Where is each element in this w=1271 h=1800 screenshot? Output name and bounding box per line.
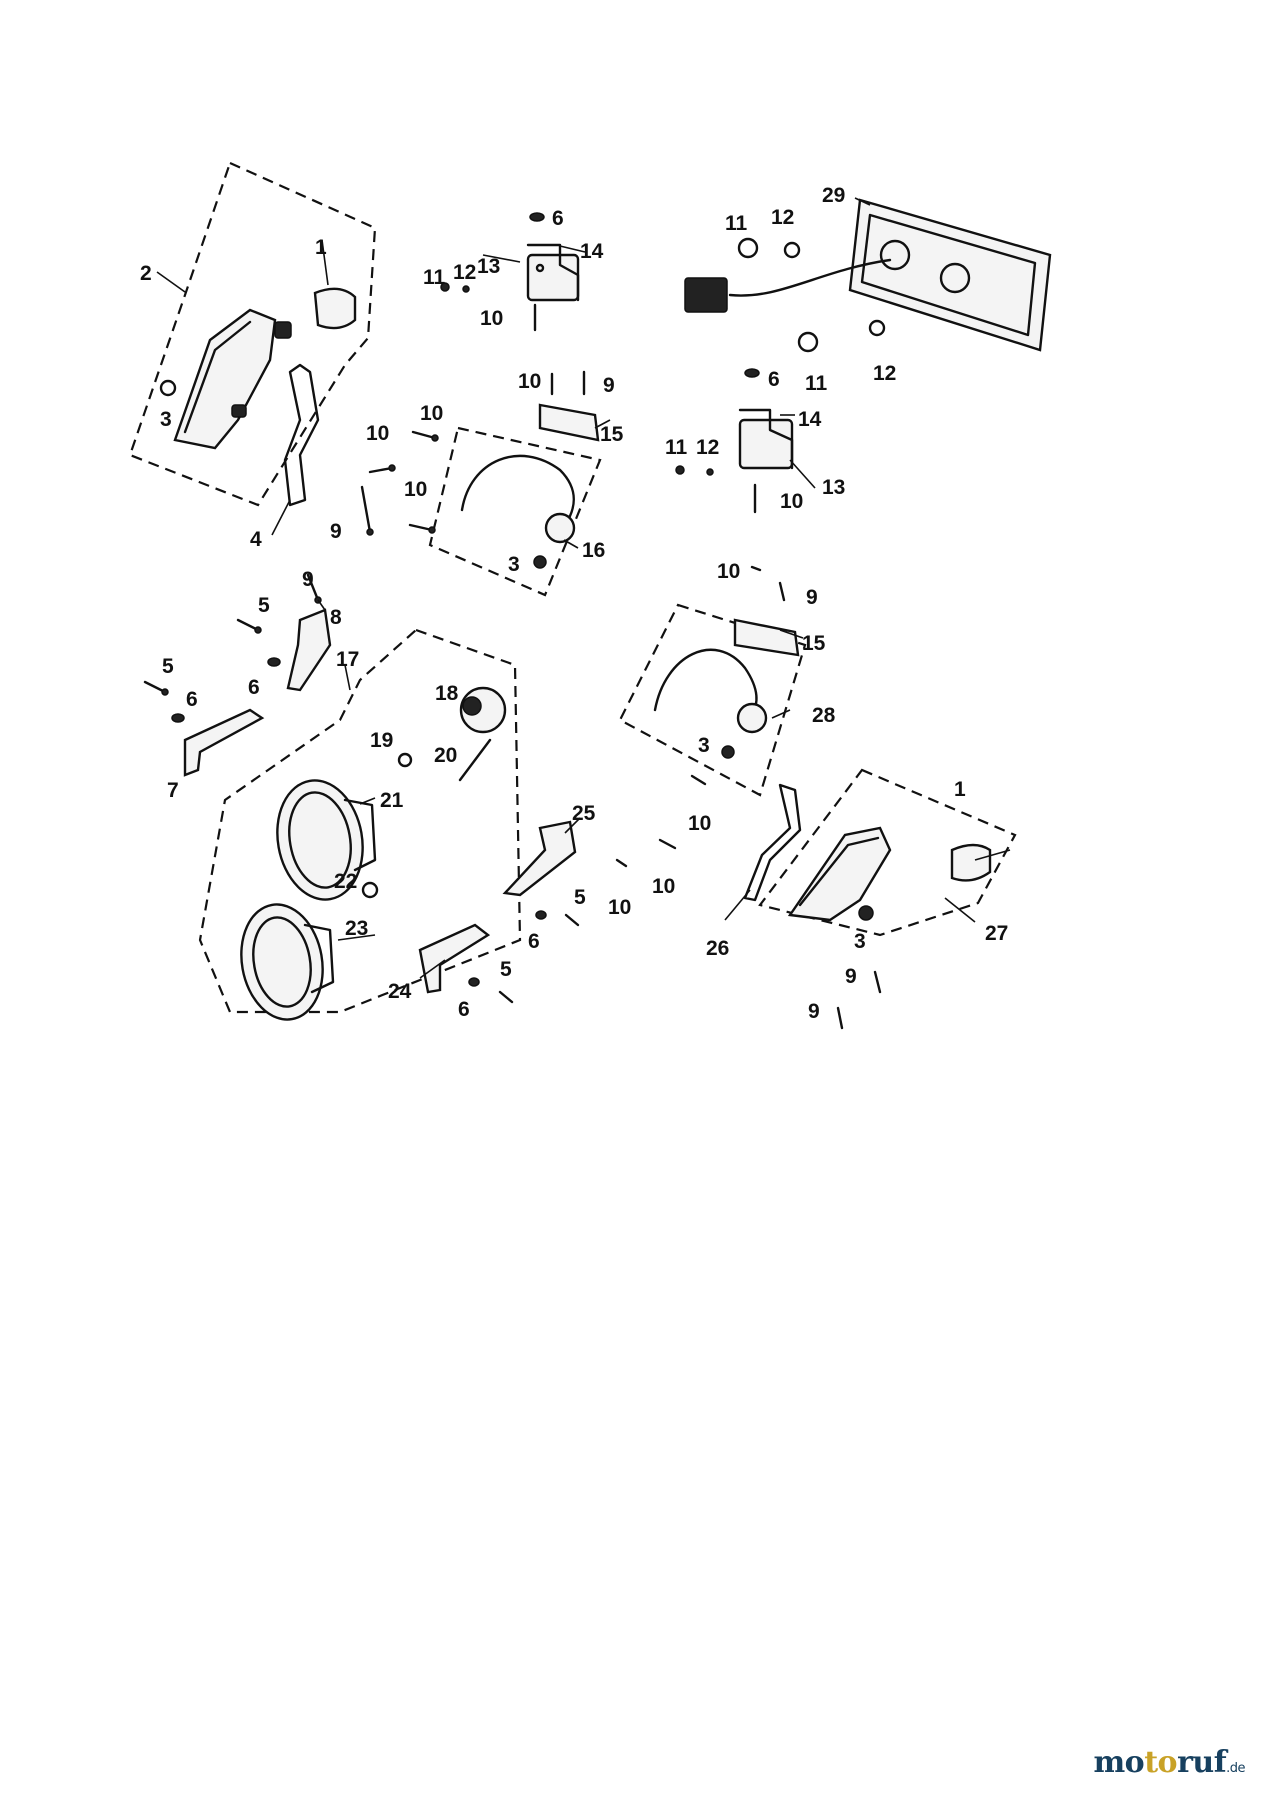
callout-9: 9: [302, 568, 314, 591]
callout-11: 11: [725, 212, 748, 235]
callout-7: 7: [167, 779, 179, 802]
callout-26: 26: [706, 937, 729, 960]
callout-10: 10: [404, 478, 427, 501]
callout-10: 10: [652, 875, 675, 898]
center-lower-brackets: [418, 820, 577, 994]
callout-9: 9: [808, 1000, 820, 1023]
motoruf-watermark: motoruf.de: [1093, 1745, 1245, 1780]
callout-6: 6: [248, 676, 260, 699]
callout-12: 12: [873, 362, 896, 385]
left-signal-lens: [313, 287, 357, 330]
tail-light-housing: [848, 198, 1052, 352]
callout-25: 25: [572, 802, 596, 825]
callout-12: 12: [771, 206, 794, 229]
callout-21: 21: [380, 789, 404, 812]
callout-10: 10: [366, 422, 389, 445]
callout-labels: 1 2 3 4 6 14 13 11 12 10 29 11 12 11 12 …: [140, 184, 1008, 1023]
callout-3: 3: [854, 930, 866, 953]
left-harness-assembly: [428, 403, 602, 597]
callout-10: 10: [480, 307, 503, 330]
callout-16: 16: [582, 539, 605, 562]
callout-6: 6: [186, 688, 198, 711]
bracket-24: [418, 923, 491, 994]
left-harness-socket: [544, 512, 576, 544]
callout-14: 14: [580, 240, 604, 263]
leader-lines: [156, 197, 1011, 979]
callout-9: 9: [806, 586, 818, 609]
callout-29: 29: [822, 184, 845, 207]
callout-11: 11: [665, 436, 688, 459]
callout-3: 3: [160, 408, 172, 431]
callout-5: 5: [162, 655, 174, 678]
callout-6: 6: [552, 207, 564, 230]
callout-5: 5: [574, 886, 586, 909]
tail-light-assembly: [684, 198, 1052, 353]
right-turn-signal-assembly: [743, 768, 1017, 937]
right-signal-lens: [950, 843, 992, 882]
callout-9: 9: [330, 520, 342, 543]
callout-12: 12: [453, 261, 476, 284]
callout-13: 13: [477, 255, 500, 278]
callout-3: 3: [698, 734, 710, 757]
callout-24: 24: [388, 980, 412, 1003]
callout-10: 10: [688, 812, 711, 835]
right-bracket-plate: [738, 418, 794, 470]
tail-light-wire: [728, 258, 892, 297]
tail-light-connector: [684, 277, 728, 313]
bracket-8: [286, 608, 332, 692]
bracket-7: [183, 708, 265, 777]
left-signal-bracket: [283, 363, 320, 507]
callout-19: 19: [370, 729, 393, 752]
callout-27: 27: [985, 922, 1008, 945]
right-bracket-assembly: [675, 368, 794, 514]
callout-12: 12: [696, 436, 719, 459]
callout-5: 5: [500, 958, 512, 981]
callout-6: 6: [768, 368, 780, 391]
callout-15: 15: [802, 632, 826, 655]
headlight-lower: [240, 903, 324, 1021]
left-turn-signal-assembly: [128, 161, 377, 507]
callout-1: 1: [315, 236, 327, 259]
callout-6: 6: [528, 930, 540, 953]
callout-20: 20: [434, 744, 457, 767]
fasteners: [143, 370, 882, 1030]
top-bracket-plate: [526, 253, 580, 302]
callout-10: 10: [717, 560, 740, 583]
callout-22: 22: [334, 870, 357, 893]
callout-10: 10: [780, 490, 803, 513]
callout-3: 3: [508, 553, 520, 576]
callout-11: 11: [423, 266, 446, 289]
callout-23: 23: [345, 917, 368, 940]
callout-13: 13: [822, 476, 845, 499]
callout-28: 28: [812, 704, 836, 727]
left-signal-housing: [173, 308, 277, 450]
right-harness-assembly: [618, 603, 807, 797]
right-harness-socket: [736, 702, 768, 734]
callout-10: 10: [608, 896, 631, 919]
callout-6: 6: [458, 998, 470, 1021]
callout-9: 9: [603, 374, 615, 397]
callout-10: 10: [420, 402, 443, 425]
callout-9: 9: [845, 965, 857, 988]
right-signal-housing: [787, 826, 892, 922]
callout-1: 1: [954, 778, 966, 801]
callout-8: 8: [330, 606, 342, 629]
right-signal-bracket: [743, 783, 802, 902]
callout-14: 14: [798, 408, 822, 431]
callout-5: 5: [258, 594, 270, 617]
bracket-25: [502, 820, 577, 897]
headlight-assembly: [198, 628, 522, 1021]
callout-11: 11: [805, 372, 828, 395]
top-bracket-assembly: [440, 212, 580, 332]
callout-2: 2: [140, 262, 152, 285]
callout-18: 18: [435, 682, 459, 705]
callout-17: 17: [336, 648, 359, 671]
callout-15: 15: [600, 423, 624, 446]
callout-10: 10: [518, 370, 541, 393]
callout-4: 4: [250, 528, 262, 551]
